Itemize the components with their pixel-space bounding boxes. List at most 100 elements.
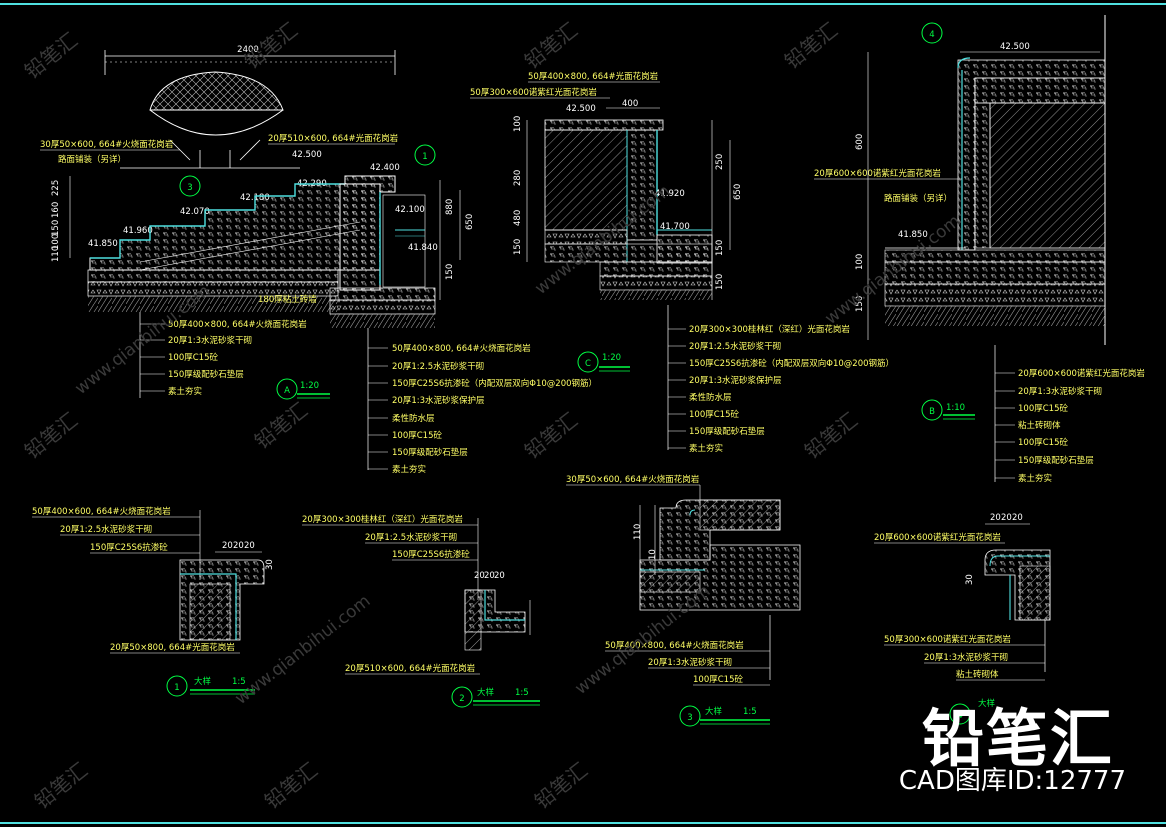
note-c-2: 20厚1:2.5水泥砂浆干砌: [689, 341, 781, 352]
d3-top: 30厚50×600, 664#火烧面花岗岩: [566, 474, 700, 485]
d3-label-3: 100厚C15砼: [693, 674, 743, 685]
marker-a-1: 1: [422, 152, 427, 162]
d3-title: 大样: [705, 706, 723, 717]
dim-a-left-4: 100: [51, 234, 61, 250]
d4-label-1: 50厚300×600诺紫红光面花岗岩: [884, 634, 1011, 645]
dim-b-l-3: 150: [855, 296, 865, 312]
d3-label-1: 50厚400×800, 664#火烧面花岗岩: [605, 640, 744, 651]
d1-label-3: 150厚C25S6抗渗砼: [90, 542, 168, 553]
label-a-pave: 路面铺装（另详）: [58, 154, 126, 165]
dim-a-left-3: 150: [51, 220, 61, 236]
note-a-r-2: 20厚1:2.5水泥砂浆干砌: [392, 361, 484, 372]
note-b-7: 素土夯实: [1018, 473, 1052, 484]
dim-a-left-5: 110: [51, 246, 61, 262]
d4-label-3: 粘土砖砌体: [956, 669, 999, 680]
detail-3: 30厚50×600, 664#火烧面花岗岩 110 10 50厚400×800,…: [566, 474, 801, 727]
d2-label-3: 150厚C25S6抗渗砼: [392, 549, 470, 560]
marker-a-3: 3: [187, 183, 192, 193]
note-a-r-4: 20厚1:3水泥砂浆保护层: [392, 395, 485, 406]
d4-dim-4: 30: [965, 574, 975, 585]
elev-b-2: 41.850: [898, 230, 928, 240]
note-c-8: 素土夯实: [689, 443, 723, 454]
scale-a: 1:20: [300, 381, 319, 391]
dim-c-r-1: 250: [715, 154, 725, 170]
d2-tag: 2: [459, 694, 464, 704]
d1-label-2: 20厚1:2.5水泥砂浆干砌: [60, 524, 152, 535]
dim-b-l-1: 600: [855, 134, 865, 150]
tag-b: B: [929, 407, 935, 417]
note-a-1: 50厚400×800, 664#火烧面花岗岩: [168, 319, 307, 330]
note-b-3: 100厚C15砼: [1018, 403, 1068, 414]
d1-dim-2: 20: [233, 541, 244, 551]
note-b-6: 150厚级配砂石垫层: [1018, 455, 1094, 466]
note-c-6: 100厚C15砼: [689, 409, 739, 420]
dim-a-right-3: 150: [445, 264, 455, 280]
dim-a-right-1: 880: [445, 199, 455, 215]
note-a-r-1: 50厚400×800, 664#火烧面花岗岩: [392, 343, 531, 354]
dim-c-l-3: 480: [513, 210, 523, 226]
d4-top: 20厚600×600诺紫红光面花岗岩: [874, 532, 1001, 543]
d3-dim-1: 110: [633, 524, 643, 540]
note-a-r-5: 柔性防水层: [392, 413, 435, 424]
note-a-r-8: 素土夯实: [392, 464, 426, 475]
note-b-2: 20厚1:3水泥砂浆干砌: [1018, 386, 1102, 397]
brand-id: CAD图库ID:12777: [898, 766, 1126, 796]
label-c-2: 50厚300×600诺紫红光面花岗岩: [470, 87, 597, 98]
note-a-4: 150厚级配砂石垫层: [168, 369, 244, 380]
d1-bottom: 20厚50×800, 664#光面花岗岩: [110, 642, 235, 653]
dim-a-left-1: 225: [51, 180, 61, 196]
label-b-1: 20厚600×600诺紫红光面花岗岩: [814, 168, 941, 179]
elev-c-3: 41.700: [660, 222, 690, 232]
dim-a-right-2: 650: [465, 214, 475, 230]
section-c: 50厚400×800, 664#光面花岗岩 50厚300×600诺紫红光面花岗岩…: [470, 71, 894, 454]
note-b-5: 100厚C15砼: [1018, 437, 1068, 448]
dim-c-l-2: 280: [513, 170, 523, 186]
note-a-5: 素土夯实: [168, 386, 202, 397]
note-a-r-3: 150厚C25S6抗渗砼（内配双层双向Φ10@200钢筋）: [392, 378, 597, 389]
label-a-bottom: 180厚粘土砖墙: [258, 294, 317, 305]
d1-dim-4: 30: [265, 559, 275, 570]
label-a-top-right: 20厚510×600, 664#光面花岗岩: [268, 133, 399, 144]
elev-b-1: 42.500: [1000, 42, 1030, 52]
tag-a: A: [284, 386, 290, 396]
note-a-2: 20厚1:3水泥砂浆干砌: [168, 335, 252, 346]
d2-label-1: 20厚300×300桂林红（深红）光面花岗岩: [302, 514, 463, 525]
elev-a-1: 42.500: [292, 150, 322, 160]
d4-label-2: 20厚1:3水泥砂浆干砌: [924, 652, 1008, 663]
note-c-5: 柔性防水层: [689, 392, 732, 403]
d3-label-2: 20厚1:3水泥砂浆干砌: [648, 657, 732, 668]
d2-title: 大样: [477, 687, 495, 698]
dim-top-a: 2400: [237, 45, 259, 55]
d2-dim-1: 20: [474, 571, 485, 581]
note-c-3: 150厚C25S6抗渗砼（内配双层双向Φ10@200钢筋）: [689, 358, 894, 369]
d1-tag: 1: [174, 683, 179, 693]
d1-dim-3: 20: [244, 541, 255, 551]
note-a-3: 100厚C15砼: [168, 352, 218, 363]
note-c-1: 20厚300×300桂林红（深红）光面花岗岩: [689, 324, 850, 335]
tag-c: C: [585, 359, 591, 369]
brand-logo: 铅笔汇: [921, 702, 1114, 775]
elev-a-6: 41.960: [123, 226, 153, 236]
note-b-4: 粘土砖砌体: [1018, 420, 1061, 431]
note-b-1: 20厚600×600诺紫红光面花岗岩: [1018, 368, 1145, 379]
d1-label-1: 50厚400×600, 664#火烧面花岗岩: [32, 506, 171, 517]
elev-a-7: 41.850: [88, 239, 118, 249]
note-a-r-6: 100厚C15砼: [392, 430, 442, 441]
label-c-1: 50厚400×800, 664#光面花岗岩: [528, 71, 659, 82]
notes-a-right: 50厚400×800, 664#火烧面花岗岩 20厚1:2.5水泥砂浆干砌 15…: [368, 343, 597, 475]
elev-a-8: 42.100: [395, 205, 425, 215]
d4-tag: 4: [957, 711, 962, 721]
d3-scale: 1:5: [743, 707, 757, 717]
note-a-r-7: 150厚级配砂石垫层: [392, 447, 468, 458]
d1-scale: 1:5: [232, 677, 246, 687]
d2-bottom: 20厚510×600, 664#光面花岗岩: [345, 663, 476, 674]
elev-c-1: 42.500: [566, 104, 596, 114]
d2-scale: 1:5: [515, 688, 529, 698]
dim-c-r-3: 150: [715, 240, 725, 256]
scale-b: 1:10: [946, 403, 965, 413]
section-b: 4 42.500 20厚600×600诺紫红光面花岗岩 路面铺装（另详） 41.…: [814, 15, 1145, 484]
d3-tag: 3: [687, 713, 692, 723]
dim-b-l-2: 100: [855, 254, 865, 270]
d3-dim-2: 10: [648, 549, 658, 560]
